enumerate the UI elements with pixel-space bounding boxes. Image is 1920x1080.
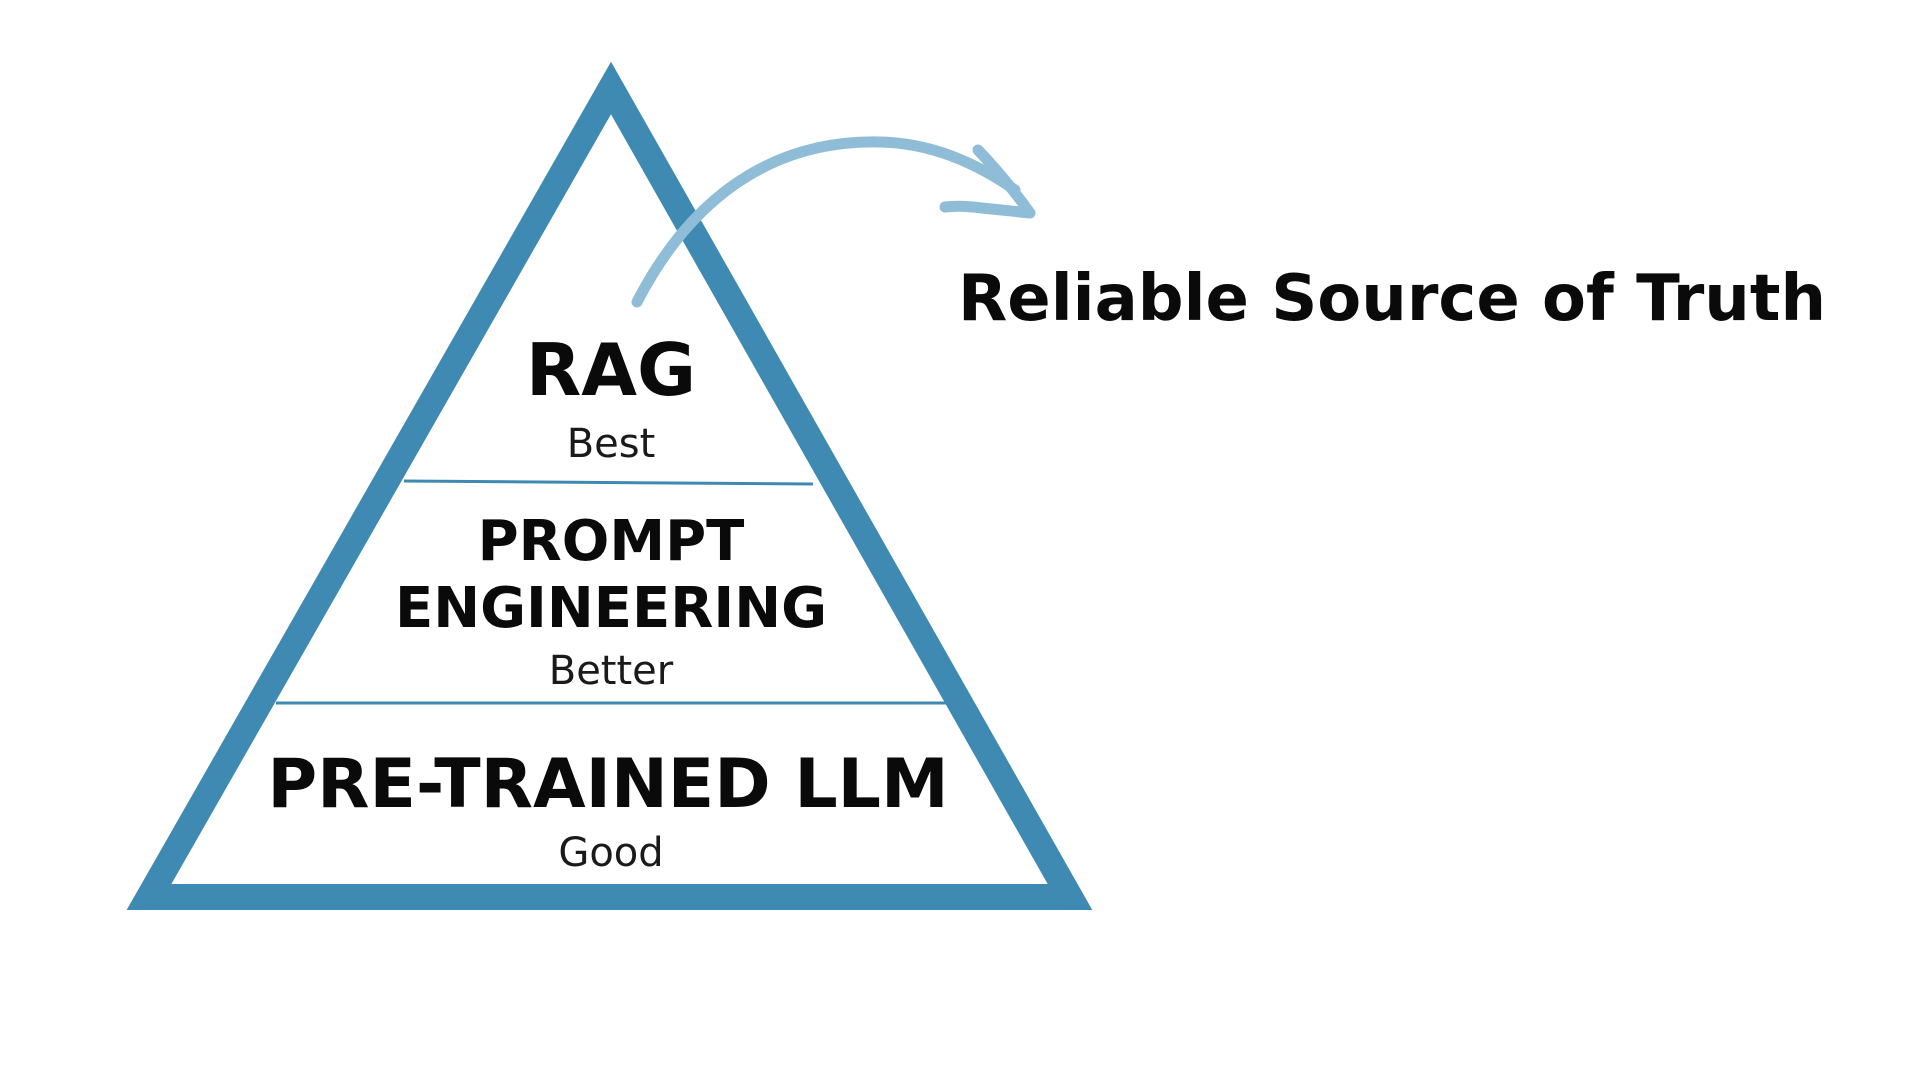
tier-bottom-title: PRE-TRAINED LLM [267, 745, 948, 824]
tier-top-title: RAG [526, 328, 696, 412]
tier-middle-rank: Better [549, 648, 674, 694]
tier-middle-title-line1: PROMPT [478, 509, 745, 574]
divider-top-middle [403, 479, 814, 486]
tier-bottom-rank: Good [558, 830, 663, 876]
pyramid-outline [126, 61, 1093, 910]
tier-middle-title-line2: ENGINEERING [395, 576, 827, 641]
callout-headline: Reliable Source of Truth [958, 262, 1826, 336]
tier-top-rank: Best [567, 421, 656, 467]
curved-arrow-icon [631, 136, 1036, 308]
